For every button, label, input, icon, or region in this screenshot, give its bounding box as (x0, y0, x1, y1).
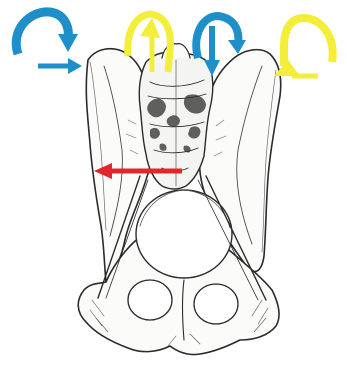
curved-arrow-blue-clockwise-icon (16, 12, 78, 54)
straight-arrow-blue-right-icon (38, 58, 82, 74)
left-obturator-foramen (128, 280, 172, 320)
pelvis-bone (78, 44, 280, 355)
right-obturator-foramen (194, 284, 238, 324)
pelvic-inlet (136, 190, 232, 278)
curved-arrow-yellow-counterclockwise-icon (274, 18, 333, 76)
